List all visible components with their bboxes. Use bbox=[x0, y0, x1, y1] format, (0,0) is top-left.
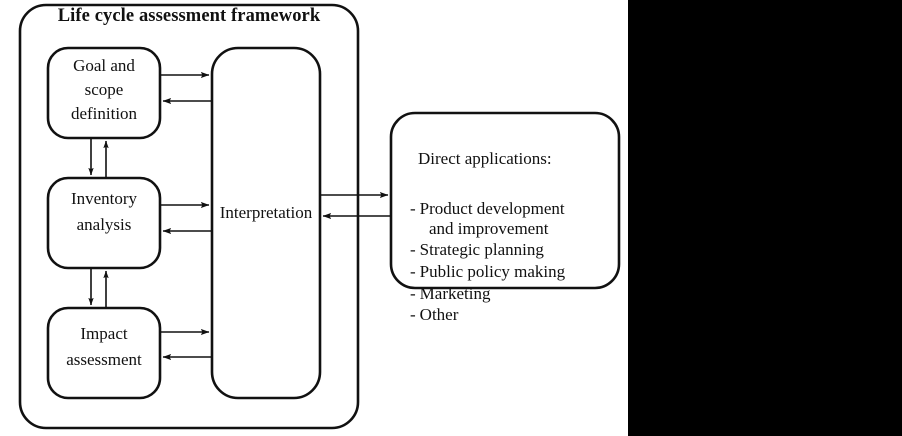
interpretation-box bbox=[210, 46, 322, 400]
list-bullet-dash: - bbox=[410, 240, 416, 260]
direct-applications-heading: Direct applications: bbox=[418, 148, 552, 168]
direct-applications-item-text: Product development bbox=[419, 198, 565, 218]
impact-assessment-label: Impact assessment bbox=[66, 324, 142, 370]
direct-applications-item-text: Strategic planning bbox=[419, 240, 544, 260]
inventory-analysis-box bbox=[46, 176, 162, 270]
list-bullet-dash: - bbox=[410, 198, 416, 218]
direct-applications-box bbox=[389, 111, 621, 290]
direct-applications-item: -Marketing bbox=[410, 284, 615, 304]
direct-applications-item: -Public policy making bbox=[410, 262, 615, 282]
direct-applications-content: Direct applications: -Product developmen… bbox=[410, 130, 615, 346]
direct-applications-item-text: Public policy making bbox=[419, 261, 566, 281]
impact-assessment-box bbox=[46, 306, 162, 400]
blacked-out-region bbox=[628, 0, 902, 436]
interpretation-label: Interpretation bbox=[219, 203, 313, 222]
list-bullet-dash: - bbox=[410, 305, 416, 325]
direct-applications-item-text: Marketing bbox=[419, 283, 491, 303]
direct-applications-item: -Other bbox=[410, 305, 615, 325]
direct-applications-item-text: Other bbox=[419, 305, 459, 325]
goal-and-scope-definition-box bbox=[46, 46, 162, 140]
direct-applications-item-continuation: and improvement bbox=[429, 218, 549, 238]
list-bullet-dash: - bbox=[410, 261, 416, 281]
list-bullet-dash: - bbox=[410, 283, 416, 303]
direct-applications-item: -Strategic planning bbox=[410, 240, 615, 260]
goal-and-scope-definition-label: Goal and scope definition bbox=[70, 56, 138, 124]
framework-title: Life cycle assessment framework bbox=[57, 6, 321, 26]
inventory-analysis-label: Inventory analysis bbox=[70, 189, 138, 235]
